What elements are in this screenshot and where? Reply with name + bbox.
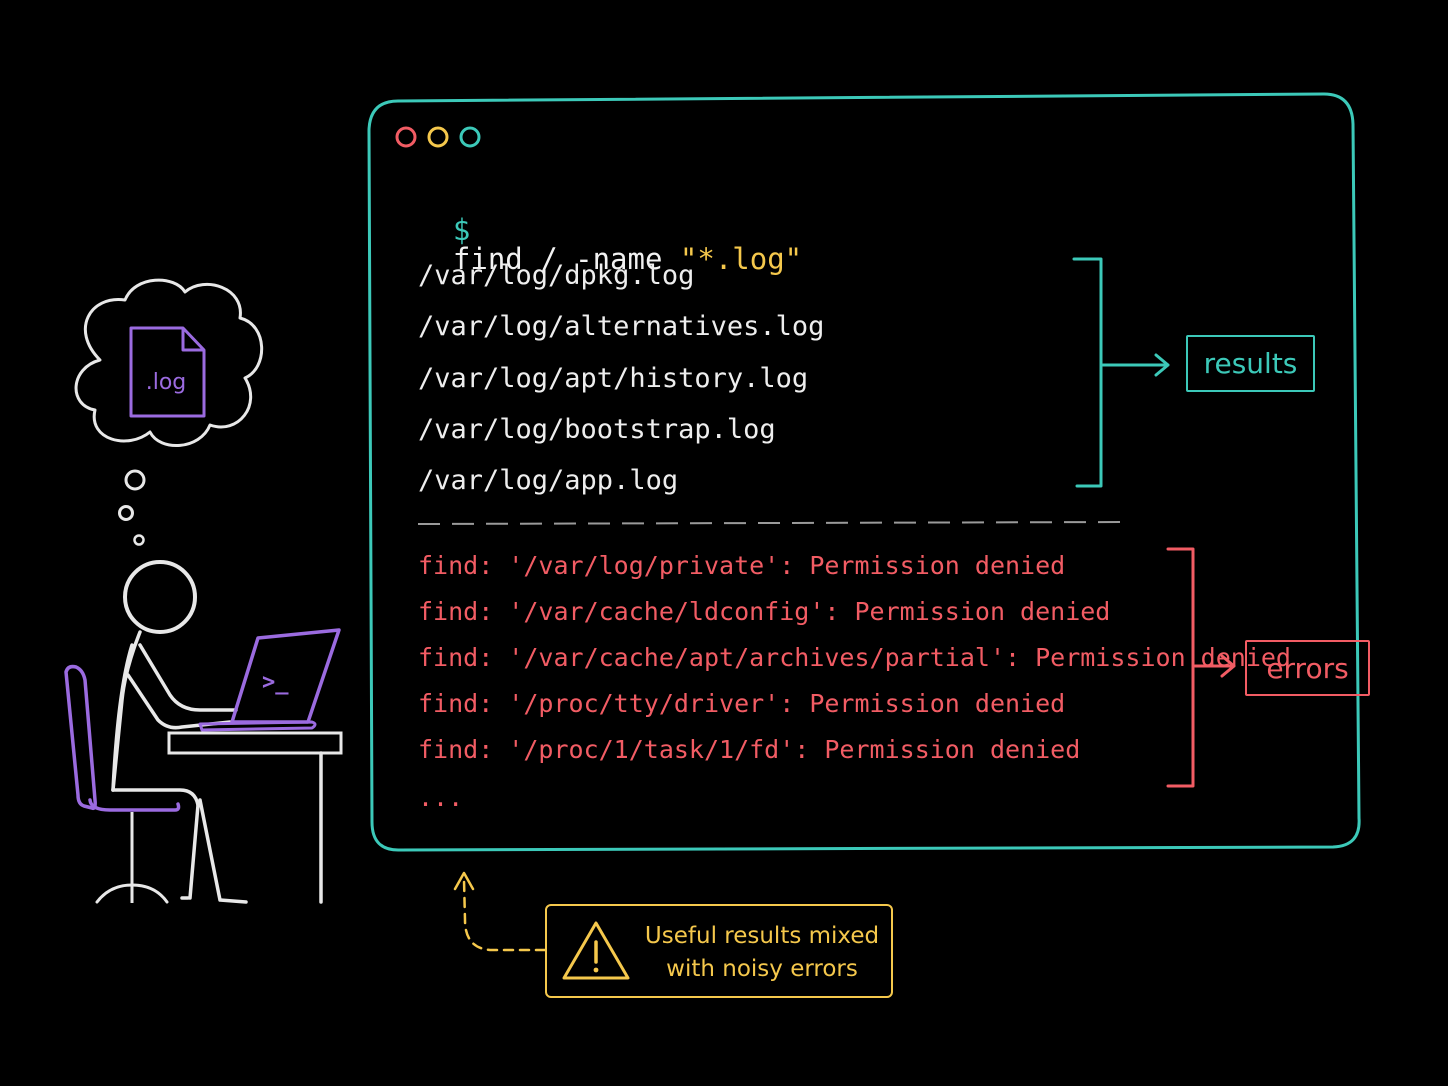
warning-line-1: Useful results mixed [644, 923, 880, 949]
error-line: find: '/var/log/private': Permission den… [418, 551, 1066, 580]
terminal-window-frame [367, 92, 1361, 852]
errors-arrow-icon [1193, 654, 1236, 678]
command-argument: "*.log" [679, 242, 803, 276]
result-line: /var/log/alternatives.log [418, 311, 825, 342]
warning-line-2: with noisy errors [666, 956, 858, 982]
thought-cloud [74, 278, 264, 447]
minimize-dot-icon [427, 126, 449, 148]
maximize-dot-icon [459, 126, 481, 148]
person-torso [111, 630, 142, 792]
warning-callout: Useful results mixed with noisy errors [545, 904, 893, 998]
errors-label: errors [1245, 640, 1370, 696]
thought-bubble-medium [118, 505, 134, 521]
office-chair [64, 664, 181, 904]
person-back-torso [111, 643, 134, 792]
error-line: find: '/var/cache/ldconfig': Permission … [418, 597, 1111, 626]
log-file-icon: .log [129, 326, 206, 418]
person-legs [180, 798, 248, 904]
warning-triangle-icon [562, 921, 630, 980]
warning-pointer-arrowhead-icon [453, 871, 475, 891]
output-separator [417, 521, 1123, 525]
result-line: /var/log/app.log [418, 465, 679, 496]
result-line: /var/log/dpkg.log [418, 260, 695, 291]
warning-pointer-line [462, 878, 547, 952]
error-ellipsis: ... [418, 783, 464, 812]
laptop-base [198, 720, 317, 732]
window-controls [395, 126, 481, 148]
warning-message: Useful results mixed with noisy errors [637, 920, 887, 986]
log-file-label: .log [146, 370, 187, 395]
person-head [123, 560, 197, 634]
person-arm [138, 643, 238, 712]
error-line: find: '/proc/1/task/1/fd': Permission de… [418, 735, 1081, 764]
thought-bubble-small [133, 534, 145, 546]
person-thigh [111, 788, 200, 807]
result-line: /var/log/apt/history.log [418, 363, 809, 394]
error-line: find: '/var/cache/apt/archives/partial':… [418, 643, 1291, 672]
result-line: /var/log/bootstrap.log [418, 414, 776, 445]
prompt-symbol: $ [452, 213, 471, 247]
desk [167, 731, 343, 904]
laptop-prompt-glyph: >_ [262, 670, 289, 695]
results-bracket [1072, 257, 1103, 488]
person-figure [111, 560, 248, 904]
close-dot-icon [395, 126, 417, 148]
command-line: $ find / -name "*.log" [418, 187, 802, 274]
error-line: find: '/proc/tty/driver': Permission den… [418, 689, 1066, 718]
command-text: find / -name [452, 242, 680, 276]
results-arrow-icon [1101, 353, 1170, 377]
thought-bubble-large [124, 469, 146, 491]
laptop: >_ [198, 628, 341, 732]
person-arm-lower [126, 673, 232, 730]
results-label: results [1186, 335, 1315, 392]
errors-bracket [1166, 547, 1195, 788]
